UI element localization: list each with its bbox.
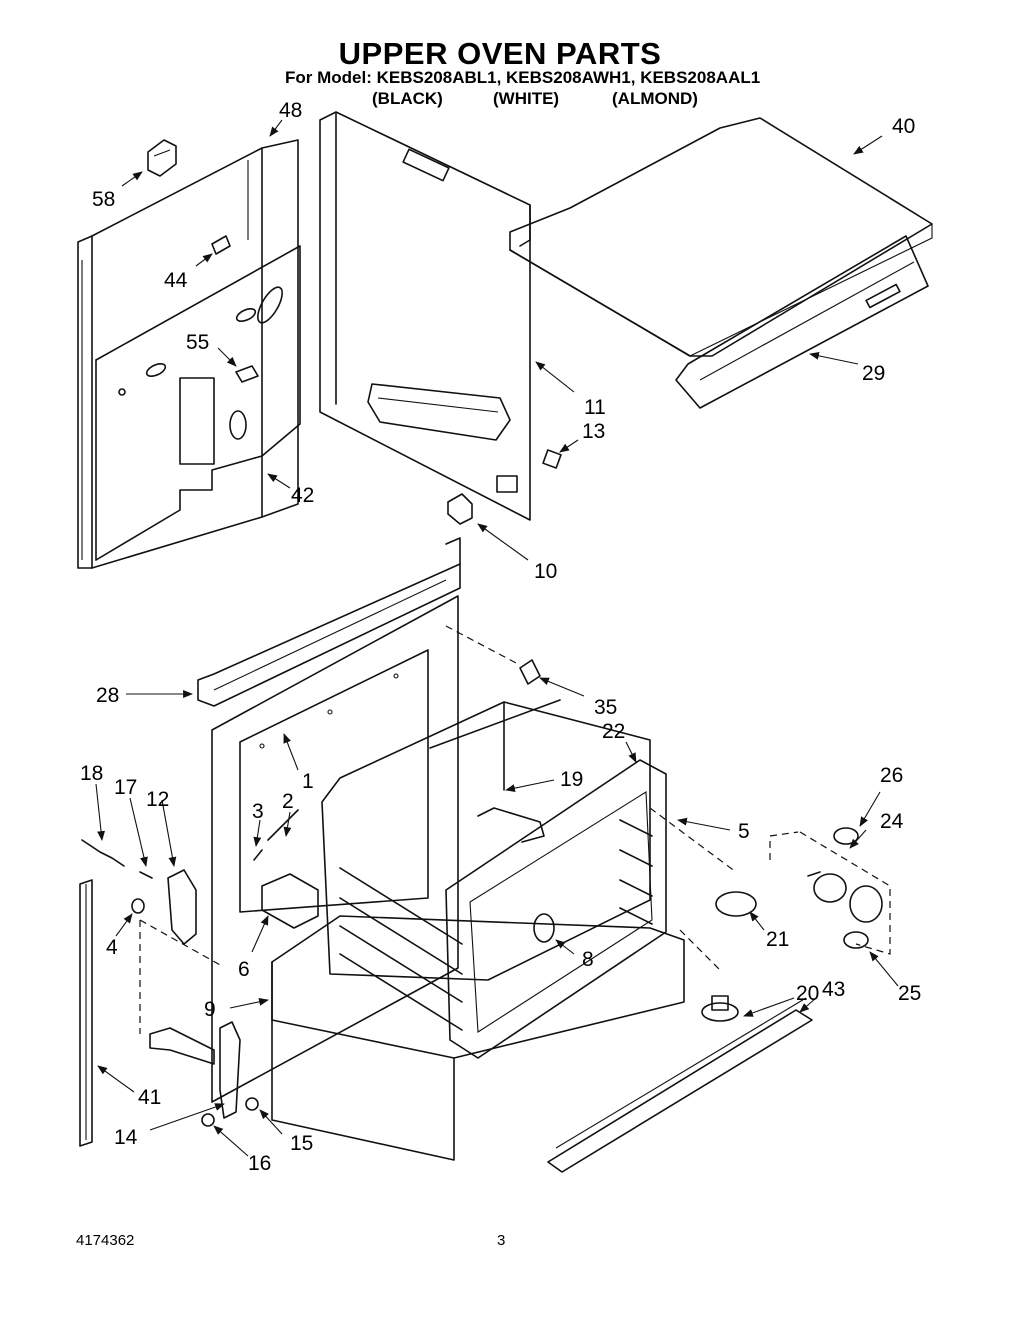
part-28-top-rail (197, 537, 461, 707)
part-3-screw (253, 849, 263, 861)
callout-2: 2 (282, 790, 294, 813)
part-18-spring (81, 839, 125, 867)
callout-43: 43 (822, 978, 845, 1001)
part-26-gasket (833, 827, 859, 845)
page-number: 3 (497, 1232, 506, 1249)
callout-58: 58 (92, 188, 115, 211)
callout-15: 15 (290, 1132, 313, 1155)
callout-48: 48 (279, 99, 302, 122)
callout-55: 55 (186, 331, 209, 354)
hinge-link-outline (139, 919, 223, 1034)
callout-35: 35 (594, 696, 617, 719)
wire-20 (679, 929, 721, 971)
model-line: For Model: KEBS208ABL1, KEBS208AWH1, KEB… (285, 68, 761, 87)
part-1-front-frame (211, 595, 459, 1103)
part-48-rear-panel (77, 139, 299, 569)
part-13-clip (542, 449, 562, 469)
callout-4: 4 (106, 936, 118, 959)
part-35-bulb (519, 659, 541, 685)
part-6-bracket (261, 873, 319, 929)
part-20-sensor (701, 995, 739, 1022)
callout-21: 21 (766, 928, 789, 951)
callout-24: 24 (880, 810, 904, 833)
callout-5: 5 (738, 820, 750, 843)
leader-arrows (95, 119, 899, 1157)
part-9-bottom-panel (271, 915, 685, 1161)
callout-12: 12 (146, 788, 169, 811)
callout-11: 11 (584, 396, 606, 419)
callout-41: 41 (138, 1086, 161, 1109)
part-21-cover (715, 891, 757, 917)
wire-21 (649, 807, 737, 873)
part-12-hinge (167, 869, 197, 945)
part-40-top-panel (509, 117, 933, 357)
part-16-washer (201, 1113, 215, 1127)
callout-1: 1 (302, 770, 314, 793)
callout-42: 42 (291, 484, 314, 507)
callout-44: 44 (164, 269, 188, 292)
part-41-strip (79, 879, 93, 1147)
part-17-pin (139, 871, 153, 879)
callout-19: 19 (560, 768, 583, 791)
callout-17: 17 (114, 776, 137, 799)
callout-22: 22 (602, 720, 625, 743)
page-title: UPPER OVEN PARTS (338, 36, 662, 71)
callout-28: 28 (96, 684, 119, 707)
part-10-clip (447, 493, 473, 525)
part-2-screw (267, 809, 299, 841)
part-11-side-panel (319, 111, 531, 521)
callout-40: 40 (892, 115, 915, 138)
wire-35 (445, 625, 519, 665)
callout-18: 18 (80, 762, 103, 785)
callout-10: 10 (534, 560, 557, 583)
callout-14: 14 (114, 1126, 138, 1149)
part-58-bracket (147, 139, 177, 177)
callout-9: 9 (204, 998, 216, 1021)
part-24-socket (807, 871, 883, 923)
part-24-group-outline (769, 831, 891, 955)
part-15-screw (245, 1097, 259, 1111)
part-5-oven-cavity (321, 699, 653, 1031)
callout-26: 26 (880, 764, 903, 787)
callout-25: 25 (898, 982, 921, 1005)
part-22-frame (445, 759, 667, 1059)
part-14-hinge (149, 1021, 241, 1119)
callout-3: 3 (252, 800, 264, 823)
part-42-insulation-panel (95, 245, 301, 561)
part-8-light (533, 913, 555, 943)
callout-20: 20 (796, 982, 819, 1005)
part-44-clip (211, 235, 231, 255)
part-25-bulb (843, 931, 869, 949)
part-29-channel (675, 235, 929, 409)
callout-labels: 48 58 44 55 42 11 13 10 40 29 28 35 22 1… (80, 99, 921, 1175)
color-label-almond: (ALMOND) (612, 89, 698, 108)
part-55-clip (235, 365, 259, 383)
color-label-black: (BLACK) (372, 89, 443, 108)
color-label-white: (WHITE) (493, 89, 560, 108)
callout-6: 6 (238, 958, 250, 981)
callout-16: 16 (248, 1152, 271, 1175)
callout-8: 8 (582, 948, 594, 971)
part-4-washer (131, 898, 145, 914)
part-43-strip (547, 997, 813, 1173)
callout-13: 13 (582, 420, 605, 443)
callout-29: 29 (862, 362, 885, 385)
doc-number: 4174362 (76, 1232, 135, 1249)
part-19-element (477, 807, 545, 843)
